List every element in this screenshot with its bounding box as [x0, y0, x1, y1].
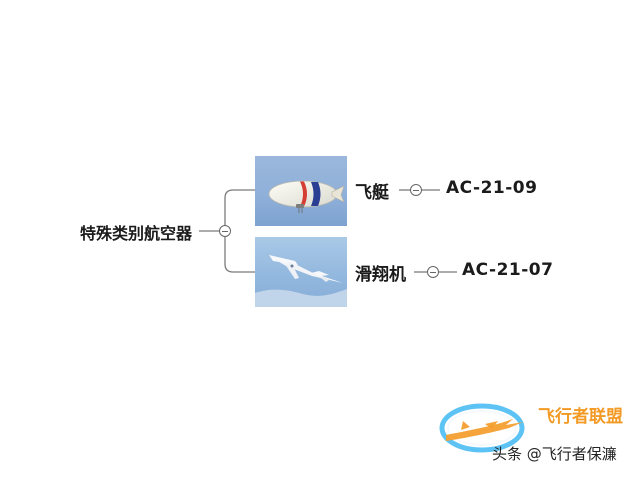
- airship-code: AC-21-09: [446, 178, 538, 198]
- branch-trunk: [224, 189, 255, 231]
- glider-image: [255, 237, 347, 307]
- glider-illustration: [255, 255, 347, 307]
- airship-collapse-icon[interactable]: [410, 184, 422, 196]
- airship-image: [255, 156, 347, 226]
- branch-trunk-lower: [224, 237, 255, 273]
- watermark-footer: 头条 @飞行者保濂: [492, 445, 617, 463]
- root-node-label: 特殊类别航空器: [80, 224, 193, 243]
- watermark: [430, 392, 626, 468]
- airship-illustration: [268, 180, 345, 213]
- watermark-brand: 飞行者联盟: [538, 407, 623, 427]
- watermark-logo: [439, 403, 525, 453]
- glider-code: AC-21-07: [462, 260, 554, 280]
- glider-label: 滑翔机: [355, 265, 406, 285]
- airship-label: 飞艇: [355, 183, 389, 203]
- glider-collapse-icon[interactable]: [427, 266, 439, 278]
- root-collapse-icon[interactable]: [219, 225, 231, 237]
